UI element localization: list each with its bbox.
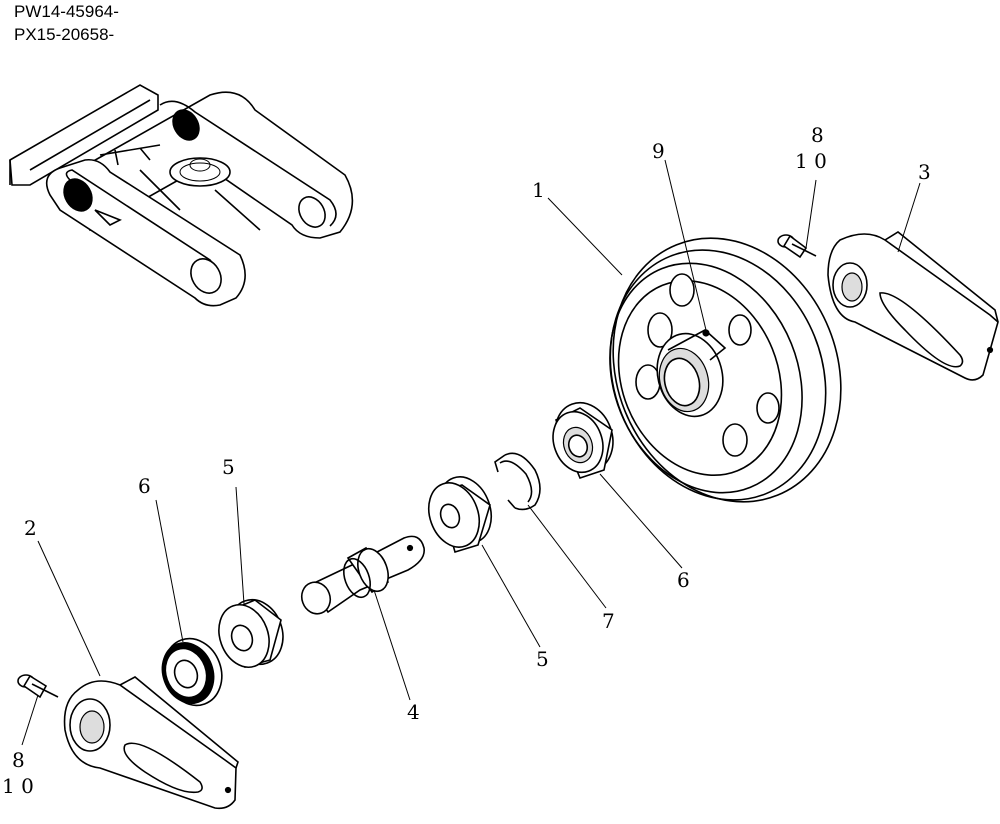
serial-number-1: PW14-45964- <box>14 2 119 21</box>
callout-collar-left: 5 <box>222 455 235 479</box>
callout-shaft: 4 <box>407 700 420 724</box>
bolt-right <box>777 234 817 259</box>
seal-right <box>552 401 614 479</box>
callout-bolt-left-a: 8 <box>12 748 25 772</box>
shaft <box>300 535 425 615</box>
bracket-right <box>827 231 999 381</box>
callout-collar-right: 5 <box>536 647 549 671</box>
callout-hub-mark: 9 <box>652 139 665 163</box>
callout-bracket-left: 2 <box>24 516 37 540</box>
callout-wheel: 1 <box>532 178 545 202</box>
serial-number-2: PX15-20658- <box>14 25 114 44</box>
collar-left <box>218 598 284 668</box>
callout-bolt-right-b: 1 0 <box>795 149 827 173</box>
seal-left <box>161 637 223 707</box>
undercarriage-overview <box>9 84 354 307</box>
callout-bolt-right-a: 8 <box>811 123 824 147</box>
leader-lines <box>21 159 921 746</box>
idler-wheel <box>609 237 842 503</box>
callout-seal-right: 6 <box>677 568 690 592</box>
callout-bolt-left-b: 1 0 <box>2 774 34 798</box>
bracket-left <box>63 676 239 810</box>
collar-right <box>427 476 493 554</box>
snap-ring <box>494 452 541 511</box>
callout-bracket-right: 3 <box>918 160 931 184</box>
callout-snap-ring: 7 <box>602 609 615 633</box>
callout-seal-left: 6 <box>138 474 151 498</box>
bolt-left <box>17 674 59 699</box>
